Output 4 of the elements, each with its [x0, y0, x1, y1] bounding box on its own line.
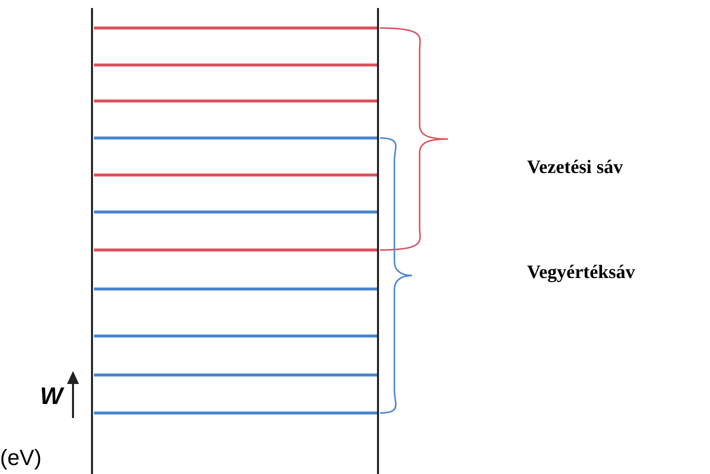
- band-label: Vezetési sáv: [527, 157, 623, 179]
- band-label: Vegyértéksáv: [527, 262, 635, 284]
- unit-label: (eV): [0, 445, 42, 471]
- axis-symbol: W: [40, 383, 63, 411]
